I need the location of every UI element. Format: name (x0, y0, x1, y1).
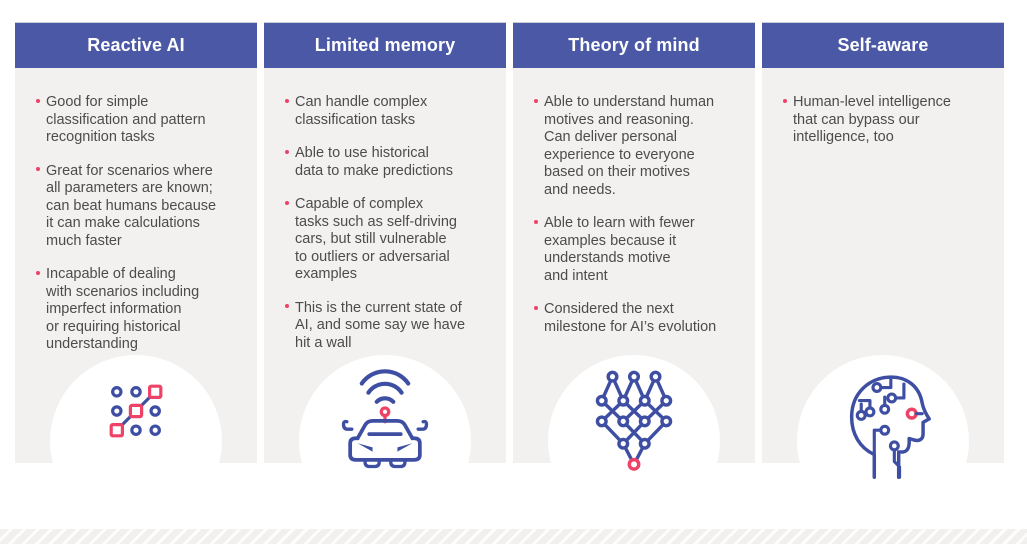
bullet-text: Human-level intelligence that can bypass… (793, 94, 951, 145)
card-body: Can handle complex classification tasks … (264, 68, 506, 463)
bullet-text: This is the current state of AI, and som… (295, 299, 466, 351)
illustration-circle (50, 355, 222, 527)
bullet-ring-icon (285, 304, 289, 308)
card-header: Limited memory (264, 22, 506, 68)
card-title: Limited memory (314, 35, 456, 55)
bullet-item: Can handle complex classification tasks (285, 94, 492, 129)
card-header: Self-aware (762, 22, 1004, 68)
card-title: Theory of mind (568, 35, 700, 55)
bullet-ring-icon (36, 167, 40, 171)
bullet-ring-icon (285, 98, 289, 103)
card-body: Good for simple classification and patte… (15, 68, 257, 463)
bullet-item: Capable of complex tasks such as self-dr… (285, 196, 492, 284)
bullet-ring-icon (36, 270, 40, 275)
bullet-item: Able to learn with fewer examples becaus… (534, 215, 741, 285)
bullet-text: Capable of complex tasks such as self-dr… (295, 196, 457, 282)
bullet-text: Considered the next milestone for AI’s e… (544, 301, 717, 335)
bullet-ring-icon (285, 149, 289, 154)
bullet-list: Able to understand human motives and rea… (534, 94, 741, 336)
bullet-list: Good for simple classification and patte… (36, 94, 243, 354)
bullet-ring-icon (783, 98, 787, 103)
card-header: Reactive AI (15, 22, 257, 68)
neural-network-icon (595, 370, 673, 471)
bullet-ring-icon (534, 98, 538, 103)
bullet-item: This is the current state of AI, and som… (285, 300, 492, 353)
card-title: Self-aware (837, 35, 929, 55)
card-limited-memory: Limited memory Can handle complex classi… (264, 22, 506, 527)
bullet-item: Considered the next milestone for AI’s e… (534, 301, 741, 336)
self-driving-car-icon (341, 369, 429, 469)
bullet-item: Great for scenarios where all parameters… (36, 163, 243, 251)
card-title: Reactive AI (87, 35, 185, 55)
illustration-circle (797, 355, 969, 527)
illustration-circle (548, 355, 720, 527)
bullet-text: Can handle complex classification tasks (295, 94, 428, 128)
bullet-item: Able to use historical data to make pred… (285, 145, 492, 180)
illustration-circle (299, 355, 471, 527)
card-header: Theory of mind (513, 22, 755, 68)
bullet-ring-icon (285, 200, 289, 205)
bullet-ring-icon (534, 219, 538, 224)
bullet-text: Able to understand human motives and rea… (544, 94, 715, 198)
bullet-ring-icon (36, 98, 40, 103)
card-theory-of-mind: Theory of mind Able to understand human … (513, 22, 755, 527)
cyborg-head-icon (849, 375, 931, 479)
card-reactive-ai: Reactive AI Good for simple classificati… (15, 22, 257, 527)
bullet-item: Good for simple classification and patte… (36, 94, 243, 147)
bullet-text: Great for scenarios where all parameters… (46, 162, 217, 249)
bullet-text: Good for simple classification and patte… (46, 94, 206, 145)
bullet-item: Able to understand human motives and rea… (534, 94, 741, 199)
bullet-ring-icon (534, 305, 538, 310)
bullet-list: Human-level intelligence that can bypass… (783, 94, 990, 147)
bullet-text: Incapable of dealing with scenarios incl… (46, 266, 200, 352)
card-self-aware: Self-aware Human-level intelligence that… (762, 22, 1004, 527)
bullet-text: Able to use historical data to make pred… (295, 145, 453, 179)
bullet-item: Human-level intelligence that can bypass… (783, 94, 990, 147)
bullet-text: Able to learn with fewer examples becaus… (544, 215, 695, 284)
bullet-list: Can handle complex classification tasks … (285, 94, 492, 352)
bullet-item: Incapable of dealing with scenarios incl… (36, 266, 243, 354)
pattern-grid-icon (109, 384, 163, 438)
hatch-texture-strip (0, 529, 1027, 544)
